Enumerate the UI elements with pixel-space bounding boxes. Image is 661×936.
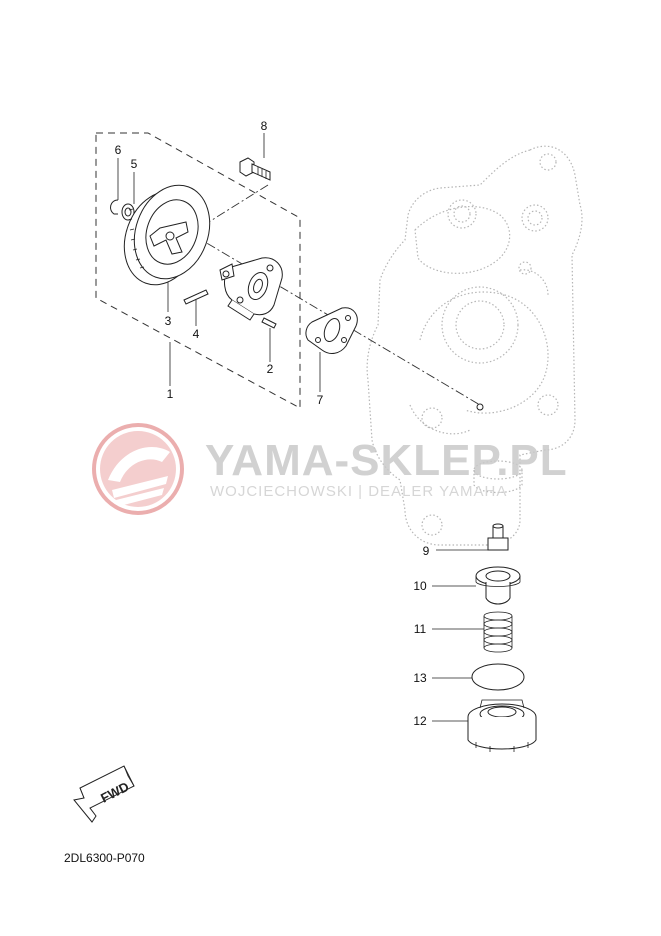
shaft-hole xyxy=(476,403,484,411)
crankcase-outline xyxy=(366,145,583,546)
callout-13: 13 xyxy=(413,671,427,685)
leader-lines xyxy=(117,133,488,722)
callout-6: 6 xyxy=(115,143,122,157)
callout-12: 12 xyxy=(413,714,427,728)
watermark-subtitle: WOJCIECHOWSKI | DEALER YAMAHA xyxy=(210,483,507,500)
callout-3: 3 xyxy=(165,314,172,328)
callout-5: 5 xyxy=(131,157,138,171)
pin-part-2 xyxy=(261,317,277,329)
assembly-group-box xyxy=(95,132,301,409)
callout-11: 11 xyxy=(414,622,427,636)
watermark-title: YAMA-SKLEP.PL xyxy=(205,436,568,485)
o-ring-part-13 xyxy=(471,663,525,691)
callout-9: 9 xyxy=(423,544,430,558)
callout-8: 8 xyxy=(261,119,268,133)
gear-part-3 xyxy=(123,184,211,286)
callout-2: 2 xyxy=(267,362,274,376)
oil-pump-body xyxy=(219,257,283,321)
cap-part-12 xyxy=(467,699,537,752)
spring-part-11 xyxy=(483,611,513,653)
bolt-part-8 xyxy=(239,157,271,181)
pin-part-4 xyxy=(183,289,209,305)
circlip-part-6 xyxy=(110,199,119,215)
gasket-part-7 xyxy=(305,307,358,354)
washer-part-5 xyxy=(121,203,135,221)
callout-4: 4 xyxy=(193,327,200,341)
watermark-logo xyxy=(92,423,184,515)
fwd-arrow-icon: FWD xyxy=(73,765,135,823)
relief-bolt-part-9 xyxy=(487,523,509,551)
cup-part-10 xyxy=(475,566,521,605)
callout-10: 10 xyxy=(413,579,427,593)
callout-7: 7 xyxy=(317,393,324,407)
callout-1: 1 xyxy=(167,387,174,401)
diagram-reference-code: 2DL6300-P070 xyxy=(64,851,145,865)
watermark: YAMA-SKLEP.PL WOJCIECHOWSKI | DEALER YAM… xyxy=(92,423,568,515)
